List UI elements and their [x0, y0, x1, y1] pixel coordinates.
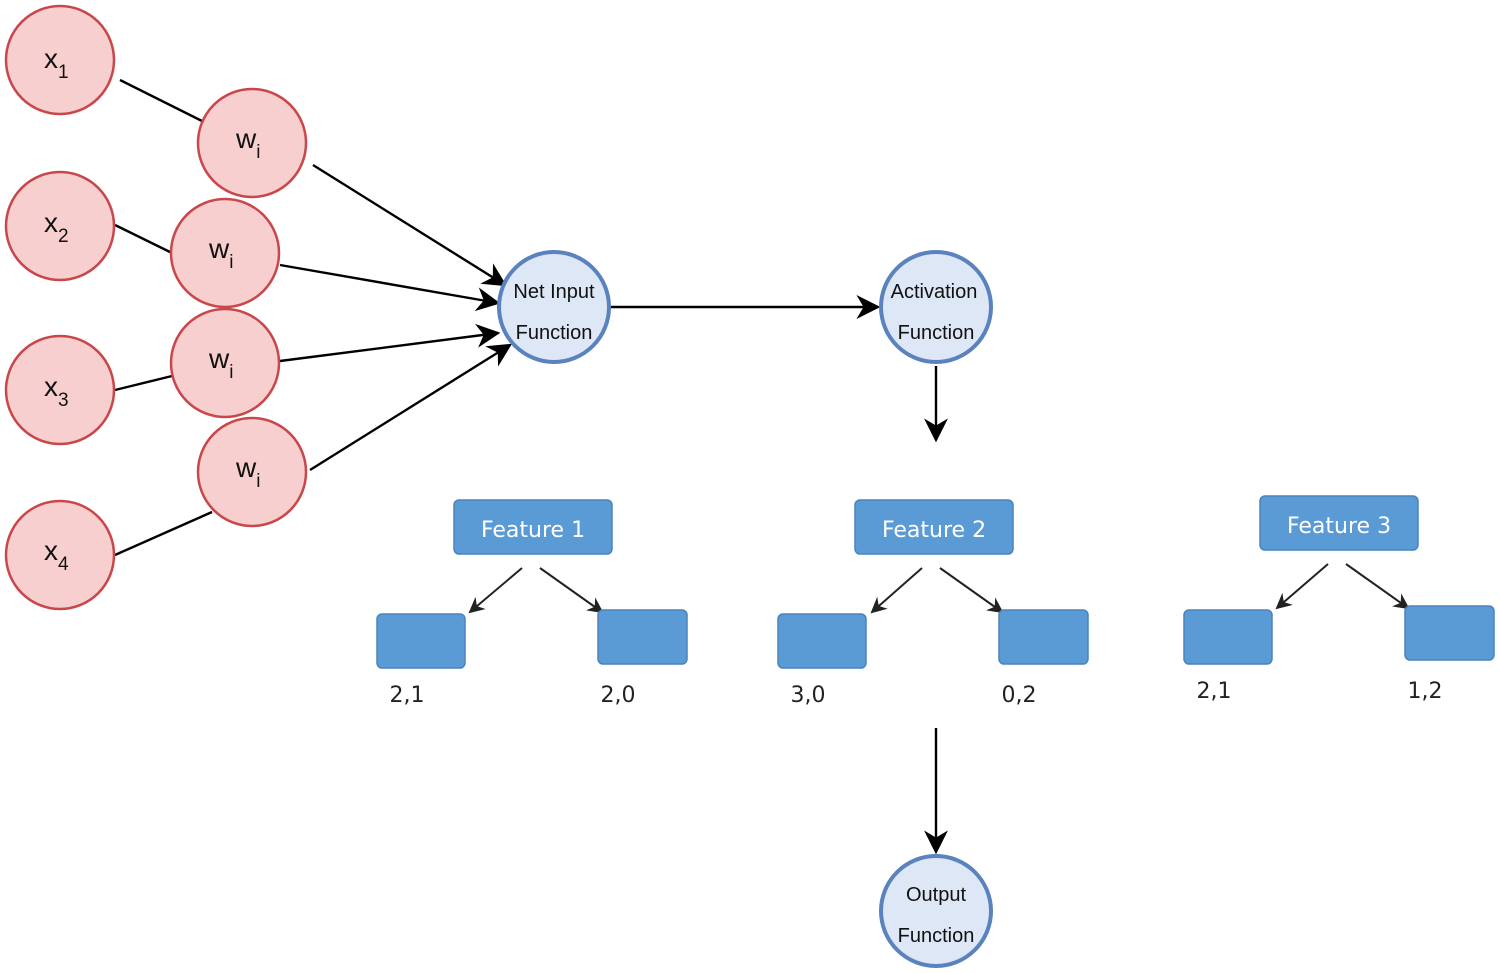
input-label: x3 [44, 371, 69, 411]
feature-3-tree: Feature 3 2,1 1,2 [1183, 495, 1495, 704]
feature-1-right-value: 2,0 [601, 683, 636, 708]
weight-node-4: wi [196, 416, 308, 528]
feature-2-right-leaf [998, 609, 1089, 665]
input-node-x4: x4 [4, 499, 116, 611]
feature-2-left-leaf [777, 613, 867, 669]
feature-1-right-leaf [597, 609, 688, 665]
feature-2-tree: Feature 2 3,0 0,2 [777, 499, 1089, 708]
feature-3-left-value: 2,1 [1197, 679, 1232, 704]
net-input-line2: Function [516, 322, 593, 344]
output-line1: Output [906, 884, 966, 906]
input-node-x1: x1 [4, 4, 116, 116]
feature-1-left-value: 2,1 [390, 683, 425, 708]
connector-x1-w1 [119, 78, 209, 126]
arrow-w3-net [279, 323, 501, 363]
feature-3-right-value: 1,2 [1408, 679, 1443, 704]
weight-label: wi [208, 343, 233, 383]
activation-line2: Function [898, 322, 975, 344]
feature-3-right-arrow [1345, 563, 1410, 610]
feature-1-left-leaf [376, 613, 466, 669]
activation-line1: Activation [891, 281, 978, 303]
feature-3-label: Feature 3 [1287, 514, 1391, 539]
output-line2: Function [898, 925, 975, 947]
feature-2-right-arrow [939, 567, 1004, 614]
net-input-function-node: Net Input Function [497, 250, 611, 364]
feature-2-left-arrow [870, 567, 923, 614]
feature-3-right-leaf [1404, 605, 1495, 661]
weight-node-3: wi [169, 307, 281, 419]
connector-x4-w4 [114, 510, 213, 557]
arrow-w2-net [279, 263, 501, 312]
weight-label: wi [208, 233, 233, 273]
input-weight-connectors [114, 78, 213, 557]
feature-1-box [453, 499, 613, 555]
weight-label: wi [235, 123, 260, 163]
feature-2-right-value: 0,2 [1002, 683, 1037, 708]
input-node-x2: x2 [4, 170, 116, 282]
weight-label: wi [235, 452, 260, 492]
feature-1-label: Feature 1 [481, 518, 585, 543]
feature-2-label: Feature 2 [882, 518, 986, 543]
input-label: x1 [44, 43, 69, 83]
net-input-line1: Net Input [513, 281, 595, 303]
activation-function-node: Activation Function [879, 250, 993, 364]
input-node-x3: x3 [4, 334, 116, 446]
feature-1-left-arrow [468, 567, 523, 614]
connector-x2-w2 [114, 223, 173, 255]
feature-2-box [854, 499, 1014, 555]
feature-3-left-arrow [1275, 563, 1329, 610]
arrow-w4-net [309, 343, 513, 472]
input-label: x2 [44, 207, 69, 247]
weight-node-1: wi [196, 87, 308, 199]
feature-2-left-value: 3,0 [791, 683, 826, 708]
output-function-node: Output Function [879, 854, 993, 968]
feature-3-left-leaf [1183, 609, 1273, 665]
arrow-w1-net [312, 163, 508, 287]
input-label: x4 [44, 535, 69, 575]
weight-net-arrows [279, 163, 513, 472]
feature-3-box [1259, 495, 1419, 551]
weight-node-2: wi [169, 197, 281, 309]
feature-1-tree: Feature 1 2,1 2,0 [376, 499, 688, 708]
feature-1-right-arrow [539, 567, 604, 614]
connector-x3-w3 [114, 374, 173, 392]
